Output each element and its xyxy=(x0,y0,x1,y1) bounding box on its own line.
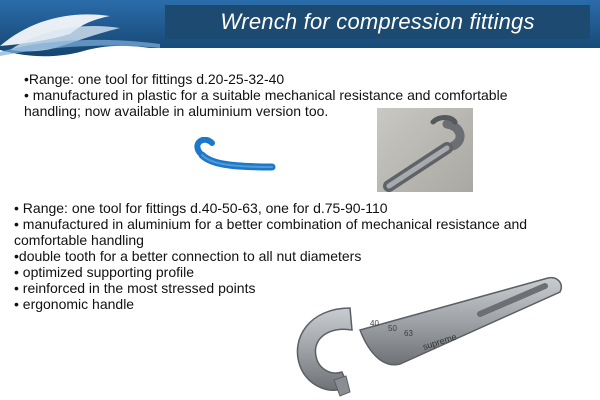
aluminium-wrench-description: • Range: one tool for fittings d.40-50-6… xyxy=(14,200,589,312)
aluminium-wrench-image: 40 50 63 supreme xyxy=(296,276,562,397)
bullet-line: • ergonomic handle xyxy=(14,296,135,312)
header-banner: Wrench for compression fittings xyxy=(0,0,600,60)
bullet-line: • reinforced in the most stressed points xyxy=(14,280,256,296)
size-marking: 40 xyxy=(370,319,379,328)
bullet-line: • manufactured in plastic for a suitable… xyxy=(24,87,508,103)
plastic-wrench-description: •Range: one tool for fittings d.20-25-32… xyxy=(24,71,584,119)
bullet-line: • manufactured in aluminium for a better… xyxy=(14,216,528,232)
page-title: Wrench for compression fittings xyxy=(165,5,590,39)
bullet-line: comfortable handling xyxy=(14,232,144,248)
bullet-line: •Range: one tool for fittings d.20-25-32… xyxy=(24,71,285,87)
size-marking: 63 xyxy=(404,329,413,338)
bullet-line: • Range: one tool for fittings d.40-50-6… xyxy=(14,200,388,216)
plastic-wrench-image xyxy=(194,137,276,171)
bullet-line: • optimized supporting profile xyxy=(14,264,194,280)
bullet-line: handling; now available in aluminium ver… xyxy=(24,103,329,119)
size-marking: 50 xyxy=(388,324,397,333)
bullet-line: •double tooth for a better connection to… xyxy=(14,248,362,264)
aluminium-wrench-photo xyxy=(377,108,473,192)
